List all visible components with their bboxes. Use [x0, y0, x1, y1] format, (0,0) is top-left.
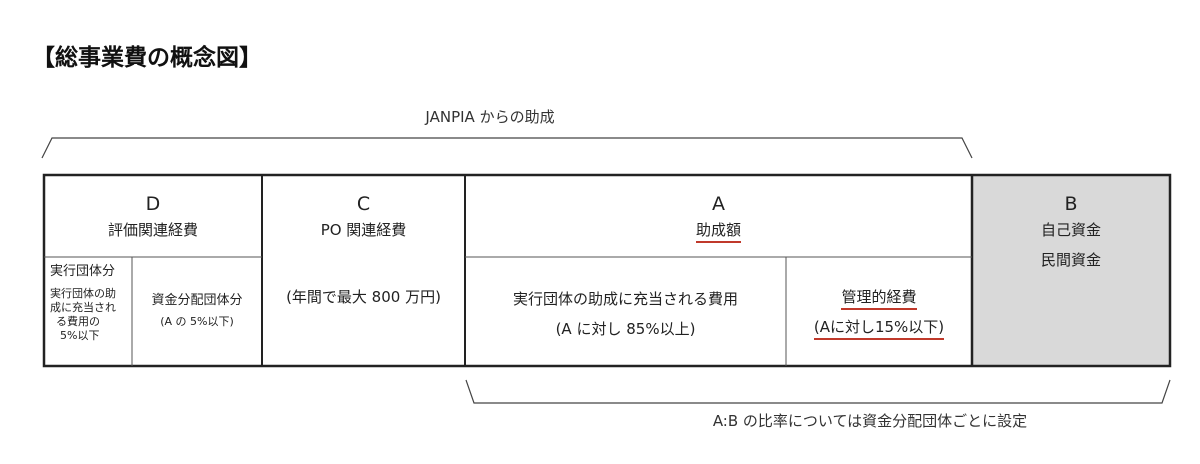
block-c-note-wrap: (年間で最大 800 万円) — [262, 288, 465, 306]
block-d-sub1-line: 実行団体の助 — [50, 287, 116, 300]
block-b-fill — [972, 175, 1170, 366]
block-b-line2: 民間資金 — [1040, 251, 1101, 269]
block-a-name: 助成額 — [695, 221, 741, 243]
block-a-sub2-title: 管理的経費 — [841, 288, 917, 310]
bottom-brace-label: A:B の比率については資金分配団体ごとに設定 — [712, 412, 1028, 430]
block-a-letter: A — [712, 193, 725, 215]
block-a-sub1-title: 実行団体の助成に充当される費用 — [512, 290, 738, 308]
top-brace-label: JANPIA からの助成 — [425, 108, 555, 126]
outer-frame — [42, 173, 1172, 368]
block-b: B 自己資金 民間資金 — [972, 193, 1170, 269]
block-b-line1: 自己資金 — [1040, 221, 1101, 239]
block-c-name: PO 関連経費 — [320, 221, 407, 239]
bottom-brace — [465, 379, 1171, 404]
block-a-header: A 助成額 — [465, 193, 972, 243]
block-d-sub1: 実行団体分 実行団体の助 成に充当され る費用の 5%以下 — [50, 264, 130, 343]
page-title: 【総事業費の概念図】 — [32, 45, 262, 71]
block-d-header: D 評価関連経費 — [44, 193, 262, 239]
block-a-sub2: 管理的経費 (Aに対し15%以下) — [786, 288, 972, 340]
block-d-letter: D — [145, 193, 161, 215]
block-d-sub2-title: 資金分配団体分 — [151, 293, 243, 308]
block-d-sub1-title: 実行団体分 — [50, 264, 116, 279]
block-a-sub2-note: (Aに対し15%以下) — [813, 318, 945, 340]
block-c-note: (年間で最大 800 万円) — [286, 288, 441, 306]
block-a-sub1: 実行団体の助成に充当される費用 (A に対し 85%以上) — [465, 290, 786, 338]
block-c-header: C PO 関連経費 — [262, 193, 465, 239]
block-d-sub2-note: (A の 5%以下) — [160, 315, 234, 328]
block-b-letter: B — [1064, 193, 1078, 215]
block-d-sub1-line: 5%以下 — [60, 329, 100, 342]
block-d-name: 評価関連経費 — [107, 221, 198, 239]
block-d-sub2: 資金分配団体分 (A の 5%以下) — [132, 293, 262, 329]
block-d-sub1-line: る費用の — [56, 315, 100, 328]
block-d-sub1-line: 成に充当され — [50, 301, 116, 314]
block-c-letter: C — [356, 193, 371, 215]
top-brace — [41, 137, 973, 159]
block-a-sub1-note: (A に対し 85%以上) — [555, 320, 696, 338]
